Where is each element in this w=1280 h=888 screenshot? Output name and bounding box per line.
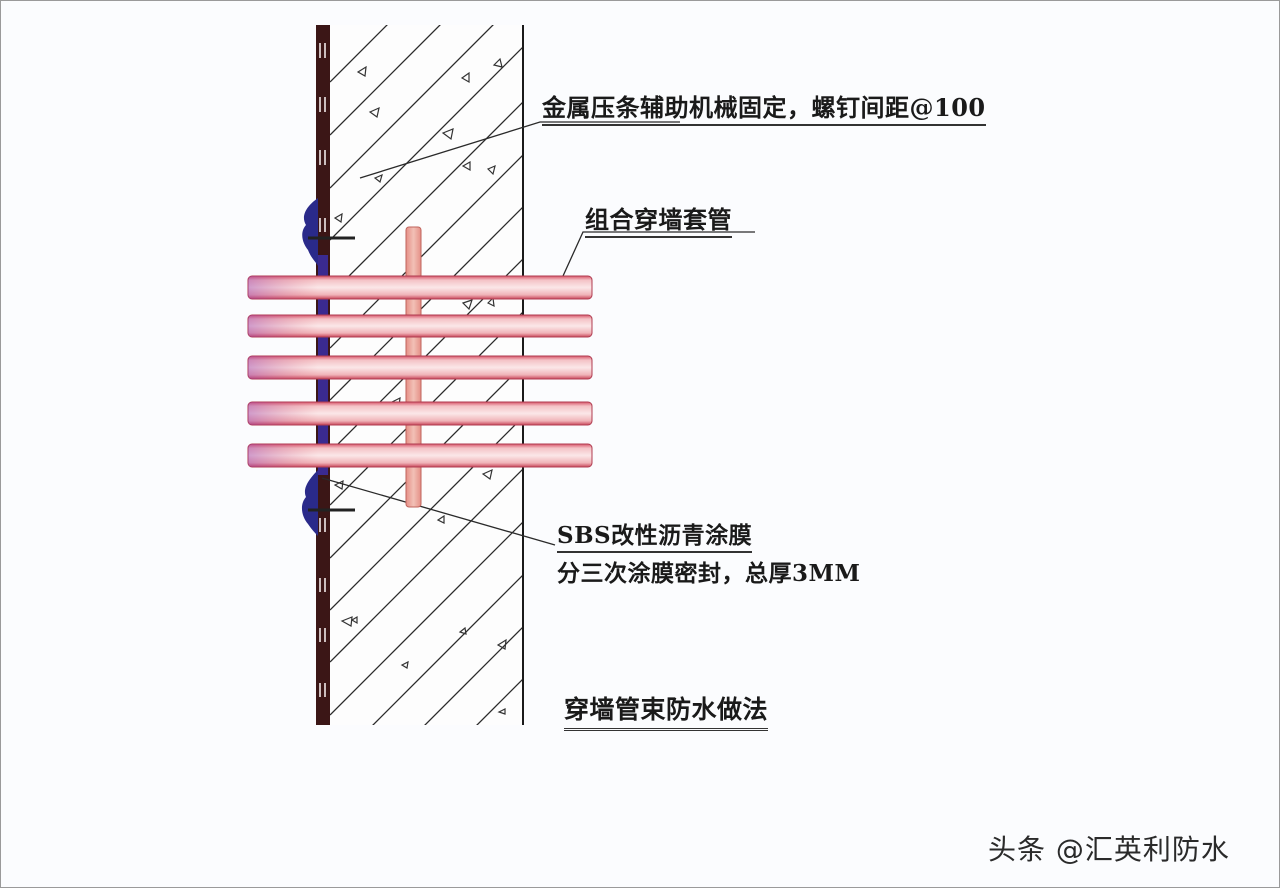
diagram-title: 穿墙管束防水做法 [564, 690, 769, 731]
pipe [247, 401, 593, 426]
pipe [247, 275, 593, 300]
pipe [247, 355, 593, 380]
pipe [247, 443, 593, 468]
pipe [247, 314, 593, 338]
label-sbs-coating-detail: 分三次涂膜密封，总厚3MM [557, 560, 861, 587]
leader-lines [321, 121, 755, 546]
fixing-screw-marks [319, 43, 326, 697]
pipe-bundle [247, 275, 593, 468]
sealant-bulges [301, 198, 318, 536]
source-watermark: 头条 @汇英利防水 [988, 833, 1230, 866]
label-sbs-coating: SBS改性沥青涂膜 [557, 516, 753, 553]
anchor-bolts [308, 236, 355, 512]
label-metal-strip-fixing: 金属压条辅助机械固定，螺钉间距@100 [542, 88, 986, 126]
label-combined-sleeve: 组合穿墙套管 [585, 200, 732, 238]
